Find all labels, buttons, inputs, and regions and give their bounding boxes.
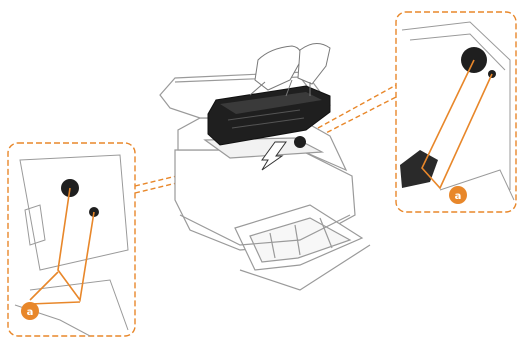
svg-text:a: a <box>455 191 462 202</box>
svg-text:a: a <box>27 307 34 318</box>
callout-left: a <box>8 143 135 336</box>
step-marker-left: a <box>21 302 39 320</box>
step-marker-right: a <box>449 186 467 204</box>
callout-right: a <box>396 12 516 212</box>
